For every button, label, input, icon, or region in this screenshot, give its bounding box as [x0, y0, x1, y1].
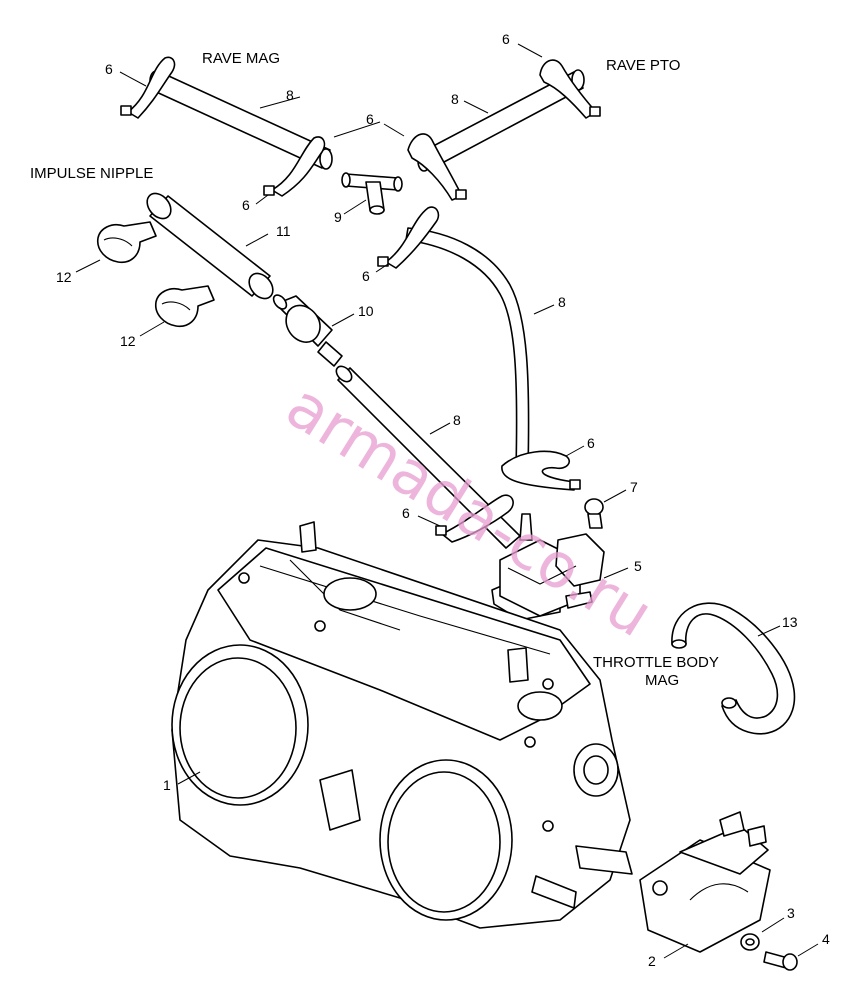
callout-8: 8: [558, 294, 566, 310]
callout-2: 2: [648, 953, 656, 969]
clamp-short-hose: [435, 494, 514, 543]
callout-8: 8: [453, 412, 461, 428]
label-throttle-body-mag-line1: THROTTLE BODY: [593, 654, 719, 671]
label-throttle-body-mag-line2: MAG: [645, 672, 679, 689]
callout-12: 12: [56, 269, 72, 285]
clip-lower: [154, 285, 215, 328]
callout-12: 12: [120, 333, 136, 349]
callout-13: 13: [782, 614, 798, 630]
callout-6: 6: [366, 111, 374, 127]
clamp-rave-pto-left: [407, 133, 467, 201]
screw-7: [584, 498, 604, 529]
throttle-body: [171, 521, 633, 929]
callout-6: 6: [502, 31, 510, 47]
clamp-rave-pto-right: [539, 59, 601, 119]
short-hose: [335, 365, 521, 549]
label-impulse-nipple: IMPULSE NIPPLE: [30, 165, 153, 182]
check-valve: [272, 294, 343, 367]
callout-9: 9: [334, 209, 342, 225]
callout-5: 5: [634, 558, 642, 574]
callout-10: 10: [358, 303, 374, 319]
rave-solenoid: [491, 513, 605, 621]
callout-6: 6: [587, 435, 595, 451]
impulse-hose: [146, 192, 274, 300]
callout-11: 11: [276, 223, 291, 239]
callout-8: 8: [451, 91, 459, 107]
throttle-position-sensor: [639, 811, 771, 953]
long-curved-hose: [405, 227, 530, 474]
callout-7: 7: [630, 479, 638, 495]
callout-1: 1: [163, 777, 171, 793]
clamp-curved-hose-top: [377, 206, 440, 269]
clamp-rave-mag-left: [120, 56, 176, 119]
callout-6: 6: [362, 268, 370, 284]
callout-8: 8: [286, 87, 294, 103]
label-rave-mag: RAVE MAG: [202, 50, 280, 67]
screw-4: [763, 951, 798, 971]
throttle-body-hose: [671, 602, 796, 735]
clip-upper: [96, 221, 157, 264]
leader-lines: [75, 43, 819, 959]
callout-4: 4: [822, 931, 830, 947]
callout-3: 3: [787, 905, 795, 921]
clamp-rave-mag-right: [263, 136, 326, 197]
t-fitting: [341, 172, 403, 215]
label-rave-pto: RAVE PTO: [606, 57, 680, 74]
clamp-curved-hose-bottom: [501, 450, 581, 491]
callout-6: 6: [402, 505, 410, 521]
callout-6: 6: [105, 61, 113, 77]
washer-3: [740, 933, 760, 951]
callout-6: 6: [242, 197, 250, 213]
